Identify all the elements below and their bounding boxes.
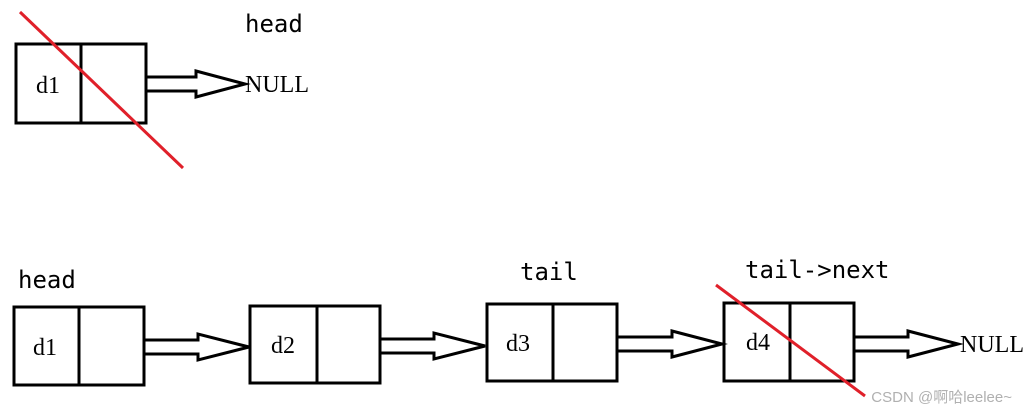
bottom-arrow-d4-null	[852, 329, 964, 359]
bottom-node-d4: d4	[722, 301, 856, 383]
bottom-null-label: NULL	[960, 332, 1024, 358]
bottom-node-d2-label: d2	[271, 333, 295, 359]
bottom-node-d1: d1	[12, 305, 146, 387]
bottom-node-d2: d2	[248, 304, 382, 385]
top-node-d1: d1	[14, 42, 148, 125]
bottom-node-d1-label: d1	[33, 335, 57, 361]
bottom-node-d3: d3	[485, 302, 619, 383]
top-arrow-to-null	[144, 69, 251, 99]
top-null-label: NULL	[245, 72, 309, 98]
watermark-text: CSDN @啊哈leelee~	[871, 389, 1012, 406]
top-head-label: head	[245, 10, 303, 38]
bottom-node-d2-box	[248, 304, 382, 385]
bottom-arrow-d1-d2	[142, 332, 250, 362]
bottom-arrow-d2-d3	[378, 331, 486, 361]
top-cross-out-line	[18, 10, 185, 170]
bottom-node-d3-label: d3	[506, 331, 530, 357]
top-node-d1-label: d1	[36, 73, 60, 99]
bottom-cross-out-line	[715, 283, 866, 398]
bottom-arrow-d3-d4	[615, 329, 728, 359]
bottom-tail-label: tail	[520, 258, 578, 286]
bottom-head-label: head	[18, 266, 76, 294]
bottom-tail-next-label: tail->next	[745, 256, 890, 284]
bottom-node-d4-label: d4	[746, 330, 770, 356]
